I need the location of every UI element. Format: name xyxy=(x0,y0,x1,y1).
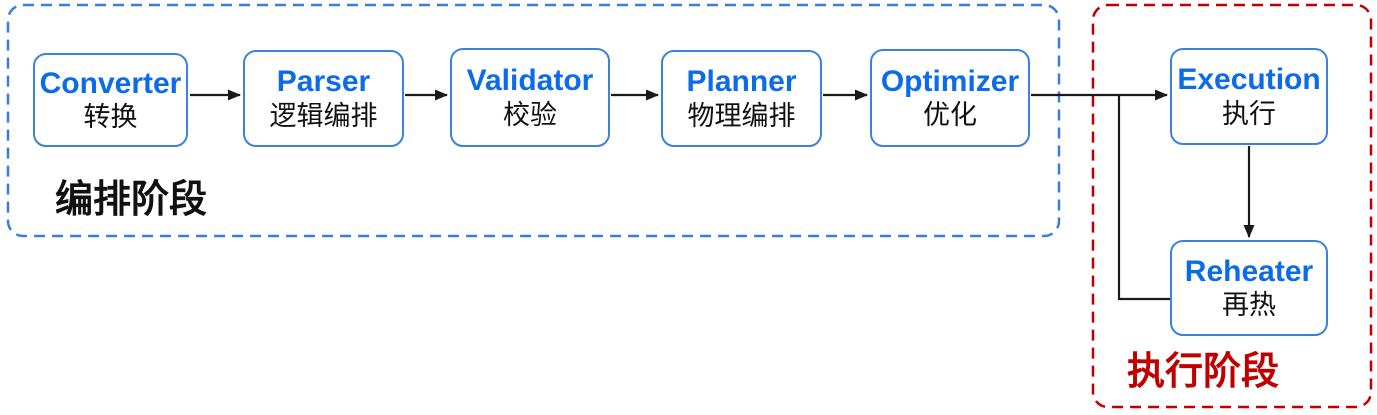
node-parser: Parser 逻辑编排 xyxy=(243,50,404,147)
node-planner-title: Planner xyxy=(686,65,797,99)
node-parser-title: Parser xyxy=(276,65,371,99)
node-reheater: Reheater 再热 xyxy=(1170,240,1328,336)
node-optimizer: Optimizer 优化 xyxy=(870,49,1030,147)
node-reheater-subtitle: 再热 xyxy=(1222,290,1276,322)
node-parser-subtitle: 逻辑编排 xyxy=(269,100,378,132)
node-validator: Validator 校验 xyxy=(450,48,610,147)
node-reheater-title: Reheater xyxy=(1184,254,1314,288)
node-converter-title: Converter xyxy=(39,66,182,100)
node-optimizer-title: Optimizer xyxy=(880,64,1020,98)
execution-stage-label: 执行阶段 xyxy=(1127,351,1280,393)
node-converter-subtitle: 转换 xyxy=(83,102,138,134)
node-validator-title: Validator xyxy=(466,64,594,98)
edge-optimizer-reheater xyxy=(1117,95,1170,301)
orchestration-stage-label: 编排阶段 xyxy=(55,179,208,221)
node-validator-subtitle: 校验 xyxy=(503,99,557,131)
node-execution-subtitle: 执行 xyxy=(1222,98,1276,130)
node-execution-title: Execution xyxy=(1177,63,1321,97)
node-planner-subtitle: 物理编排 xyxy=(687,100,796,132)
node-converter: Converter 转换 xyxy=(33,53,188,147)
node-optimizer-subtitle: 优化 xyxy=(923,100,977,132)
node-planner: Planner 物理编排 xyxy=(661,50,822,147)
node-execution: Execution 执行 xyxy=(1170,48,1328,145)
